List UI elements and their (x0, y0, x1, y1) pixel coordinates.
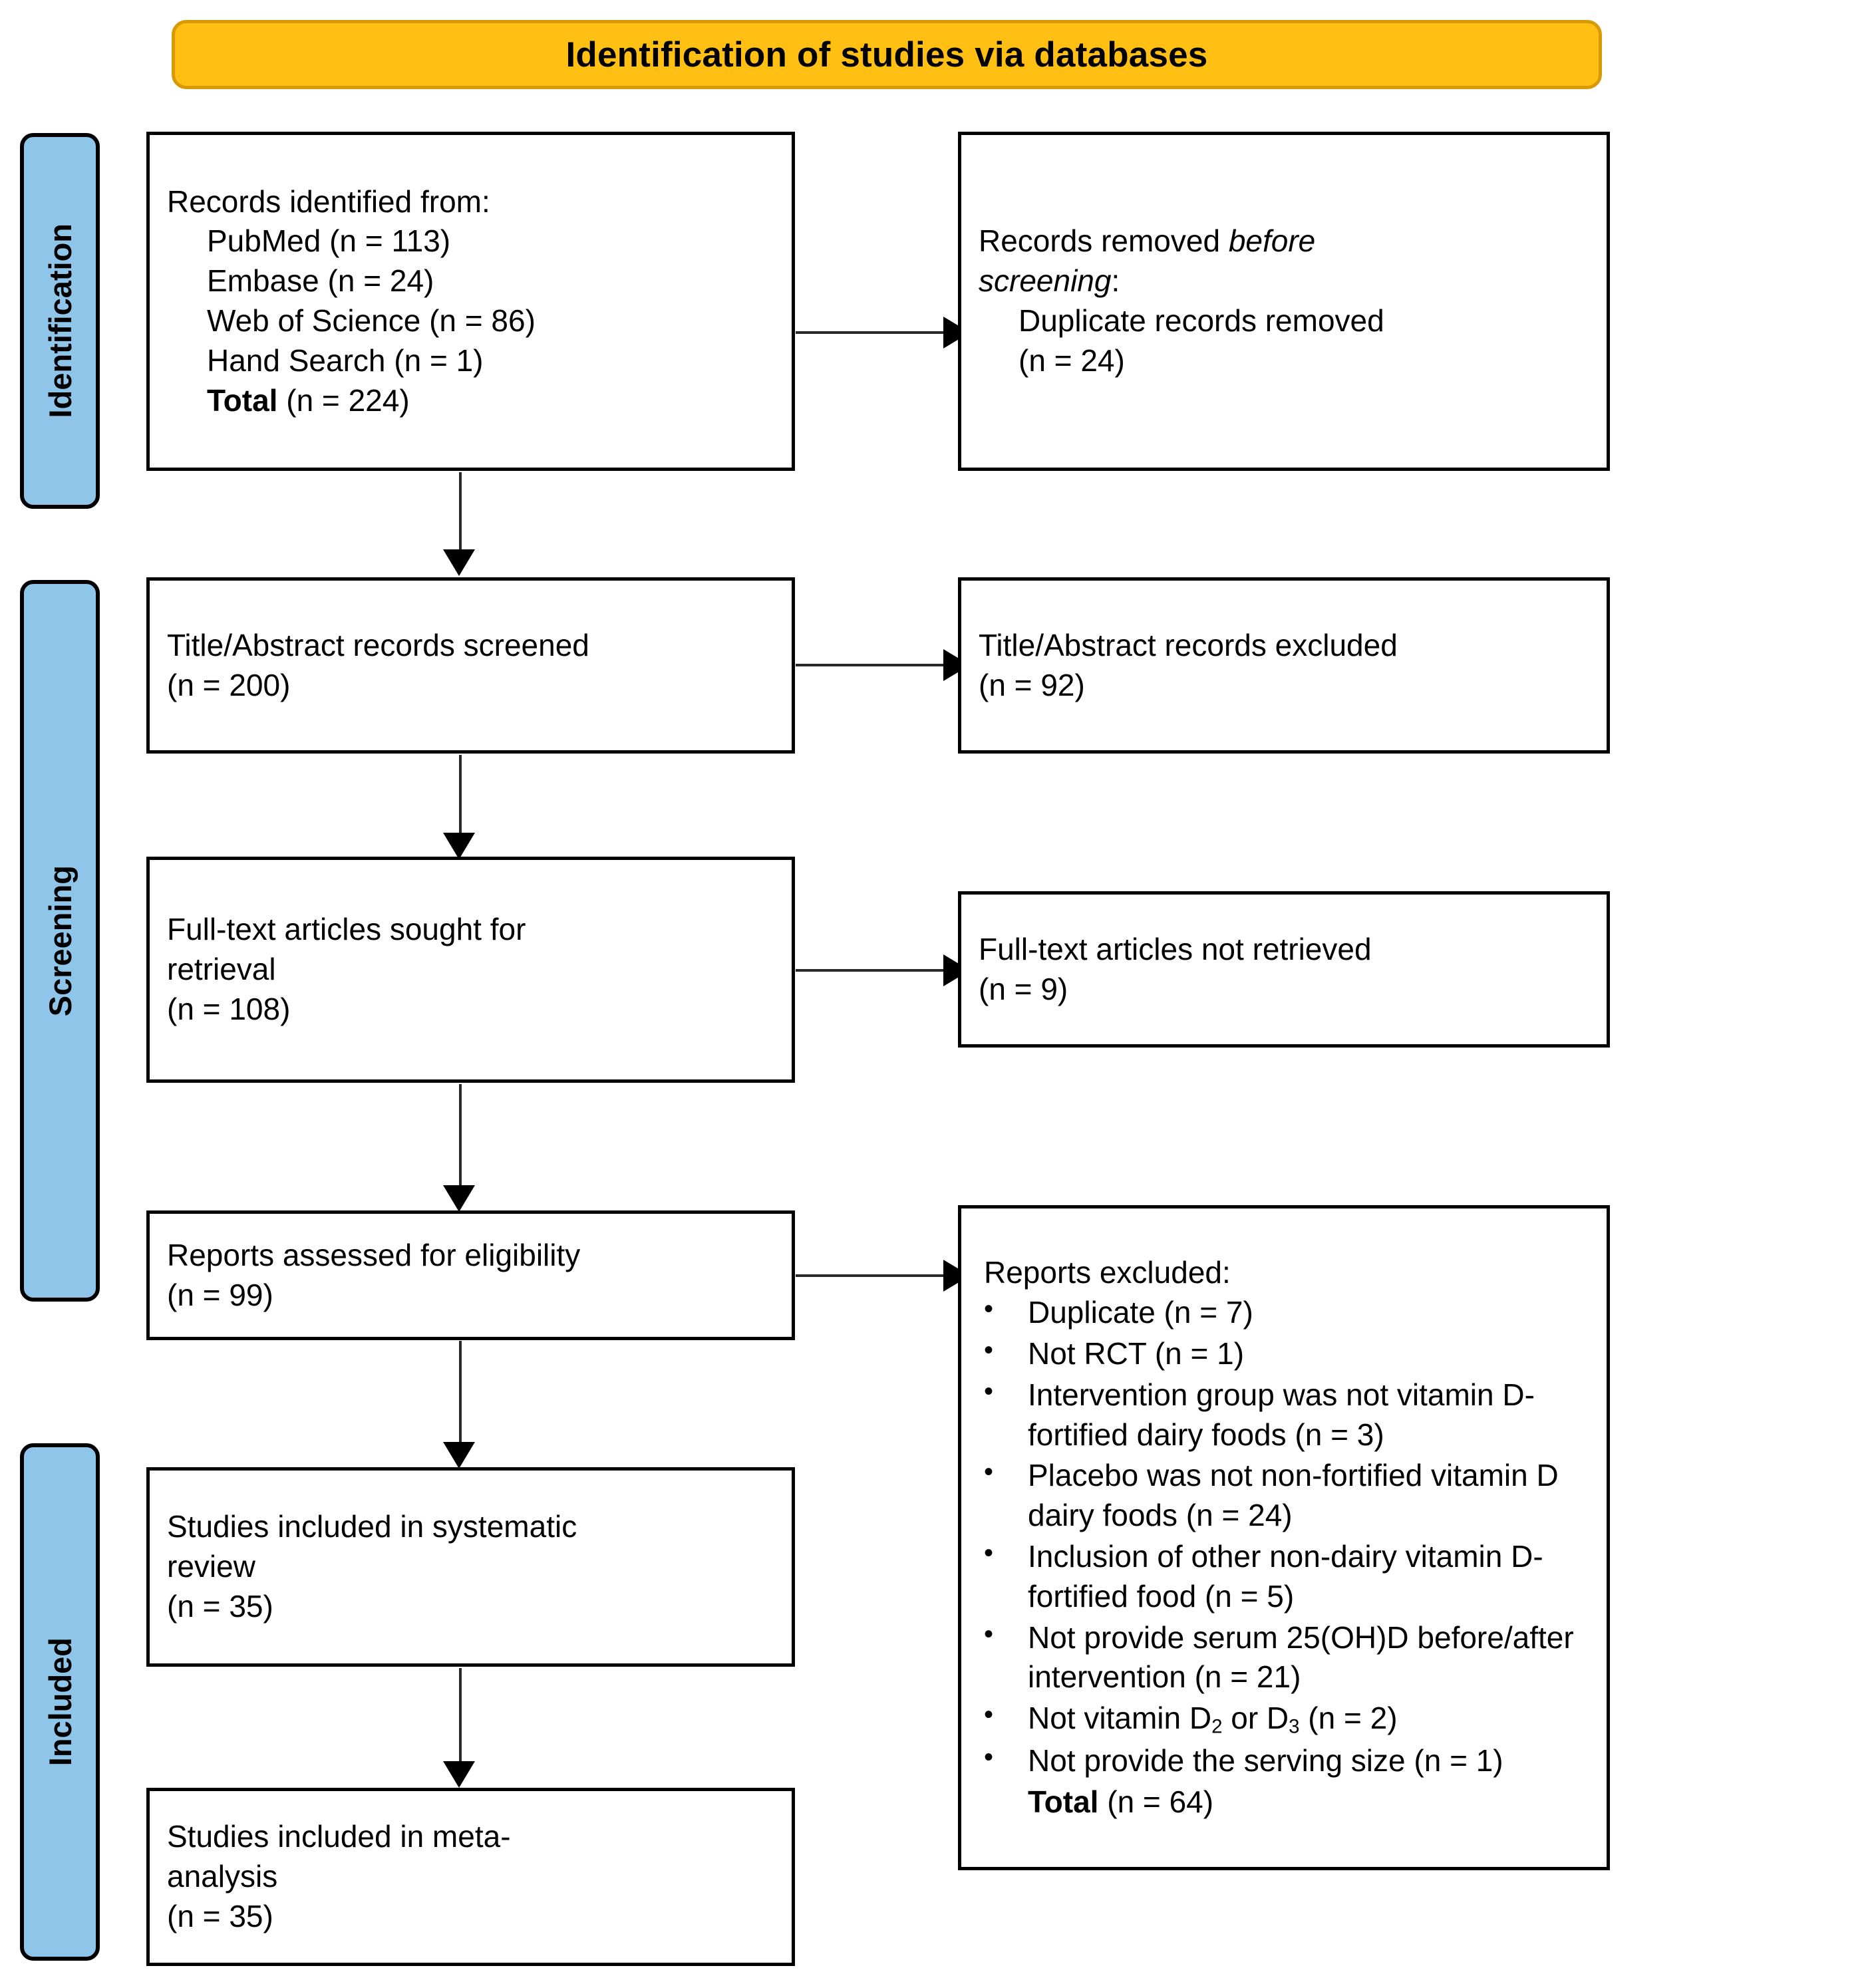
reports-excluded-item: Inclusion of other non-dairy vitamin D-f… (973, 1536, 1595, 1617)
connector-systematic-to-meta (459, 1668, 462, 1766)
arrowhead-assessed-to-systematic (443, 1442, 475, 1469)
included-systematic-count: (n = 35) (167, 1588, 273, 1623)
fulltext-sought-line1: Full-text articles sought for (167, 912, 526, 947)
records-identified-total-label: Total (207, 382, 278, 418)
box-reports-excluded: Reports excluded: Duplicate (n = 7) Not … (958, 1205, 1610, 1870)
records-excluded-line1: Title/Abstract records excluded (979, 627, 1398, 662)
records-identified-source-embase: Embase (n = 24) (207, 263, 434, 299)
diagram-header-banner: Identification of studies via databases (172, 20, 1602, 89)
arrowhead-screened-to-sought (443, 833, 475, 859)
box-fulltext-not-retrieved: Full-text articles not retrieved (n = 9) (958, 891, 1610, 1048)
stage-label-included: Included (20, 1443, 100, 1961)
arrowhead-systematic-to-meta (443, 1761, 475, 1788)
reports-excluded-item: Not provide the serving size (n = 1) (973, 1740, 1595, 1781)
included-meta-line1: Studies included in meta- (167, 1819, 511, 1854)
records-screened-count: (n = 200) (167, 667, 291, 702)
records-removed-line1: Records removed before (979, 221, 1589, 261)
box-included-systematic-review: Studies included in systematic review (n… (146, 1467, 795, 1667)
box-reports-assessed-body: Reports assessed for eligibility (n = 99… (150, 1236, 792, 1316)
records-removed-line1-italic: before (1228, 223, 1316, 259)
included-meta-line2: analysis (167, 1859, 278, 1894)
reports-excluded-heading: Reports excluded: (984, 1255, 1231, 1290)
reports-excluded-list: Duplicate (n = 7) Not RCT (n = 1) Interv… (973, 1292, 1595, 1781)
records-identified-source-handsearch: Hand Search (n = 1) (207, 343, 484, 378)
fulltext-sought-count: (n = 108) (167, 991, 291, 1026)
records-removed-line2-plain: : (1111, 263, 1120, 299)
reports-excluded-total: Total (n = 64) (973, 1782, 1595, 1822)
fulltext-not-retrieved-count: (n = 9) (979, 971, 1068, 1006)
connector-identified-to-removed (796, 331, 943, 334)
stage-label-identification: Identification (20, 133, 100, 509)
included-systematic-line2: review (167, 1549, 255, 1584)
reports-excluded-item-vitamin-d: Not vitamin D2 or D3 (n = 2) (973, 1697, 1595, 1740)
reports-assessed-count: (n = 99) (167, 1277, 273, 1312)
box-records-screened-body: Title/Abstract records screened (n = 200… (150, 626, 792, 706)
records-identified-heading: Records identified from: (167, 184, 490, 219)
box-records-excluded-body: Title/Abstract records excluded (n = 92) (961, 626, 1607, 706)
vitd-post: (n = 2) (1299, 1701, 1398, 1736)
vitd-sub-2: 2 (1211, 1715, 1223, 1738)
records-identified-total-value: (n = 224) (277, 382, 410, 418)
box-records-identified: Records identified from: PubMed (n = 113… (146, 132, 795, 471)
stage-label-screening: Screening (20, 580, 100, 1302)
stage-label-screening-text: Screening (42, 865, 78, 1017)
fulltext-not-retrieved-line1: Full-text articles not retrieved (979, 931, 1372, 966)
box-records-screened: Title/Abstract records screened (n = 200… (146, 577, 795, 754)
records-removed-line2: screening: (979, 261, 1589, 301)
box-included-systematic-review-body: Studies included in systematic review (n… (150, 1507, 792, 1626)
reports-excluded-item: Intervention group was not vitamin D-for… (973, 1374, 1595, 1455)
records-screened-line1: Title/Abstract records screened (167, 627, 589, 662)
vitd-mid: or D (1222, 1701, 1289, 1736)
connector-assessed-to-systematic (459, 1341, 462, 1447)
records-removed-line1-plain: Records removed (979, 223, 1229, 259)
box-fulltext-sought-body: Full-text articles sought for retrieval … (150, 910, 792, 1029)
box-records-removed: Records removed before screening: Duplic… (958, 132, 1610, 471)
records-removed-detail: Duplicate records removed (1018, 303, 1384, 338)
records-removed-count: (n = 24) (1018, 343, 1125, 378)
included-meta-count: (n = 35) (167, 1898, 273, 1933)
reports-excluded-total-label: Total (1028, 1784, 1099, 1819)
reports-excluded-item: Not RCT (n = 1) (973, 1333, 1595, 1374)
stage-label-included-text: Included (42, 1637, 78, 1766)
records-removed-line2-italic: screening (979, 263, 1112, 299)
reports-assessed-line1: Reports assessed for eligibility (167, 1237, 581, 1272)
reports-excluded-total-value: (n = 64) (1098, 1784, 1214, 1819)
connector-screened-to-sought (459, 755, 462, 838)
connector-sought-to-not-retrieved (796, 969, 943, 972)
box-included-meta-analysis-body: Studies included in meta- analysis (n = … (150, 1817, 792, 1936)
stage-label-identification-text: Identification (42, 223, 78, 418)
reports-excluded-item: Placebo was not non-fortified vitamin D … (973, 1455, 1595, 1536)
arrowhead-identified-to-screened (443, 549, 475, 576)
box-reports-excluded-body: Reports excluded: Duplicate (n = 7) Not … (961, 1253, 1607, 1822)
box-reports-assessed: Reports assessed for eligibility (n = 99… (146, 1210, 795, 1340)
records-excluded-count: (n = 92) (979, 667, 1085, 702)
records-identified-source-wos: Web of Science (n = 86) (207, 303, 536, 338)
records-identified-total: Total (n = 224) (167, 381, 774, 421)
box-records-identified-body: Records identified from: PubMed (n = 113… (150, 182, 792, 421)
vitd-pre: Not vitamin D (1028, 1701, 1212, 1736)
connector-assessed-to-reports-excluded (796, 1274, 943, 1277)
connector-screened-to-excluded (796, 664, 943, 666)
banner-title: Identification of studies via databases (565, 35, 1208, 74)
vitd-sub-3: 3 (1289, 1715, 1300, 1738)
box-fulltext-not-retrieved-body: Full-text articles not retrieved (n = 9) (961, 930, 1607, 1010)
box-records-removed-body: Records removed before screening: Duplic… (961, 221, 1607, 380)
arrowhead-sought-to-assessed (443, 1185, 475, 1212)
reports-excluded-item: Duplicate (n = 7) (973, 1292, 1595, 1333)
records-identified-source-pubmed: PubMed (n = 113) (207, 223, 451, 259)
box-records-excluded: Title/Abstract records excluded (n = 92) (958, 577, 1610, 754)
connector-sought-to-assessed (459, 1084, 462, 1191)
box-included-meta-analysis: Studies included in meta- analysis (n = … (146, 1788, 795, 1966)
fulltext-sought-line2: retrieval (167, 952, 276, 987)
box-fulltext-sought: Full-text articles sought for retrieval … (146, 857, 795, 1083)
reports-excluded-item: Not provide serum 25(OH)D before/after i… (973, 1617, 1595, 1698)
connector-identified-to-screened (459, 472, 462, 552)
included-systematic-line1: Studies included in systematic (167, 1509, 577, 1544)
